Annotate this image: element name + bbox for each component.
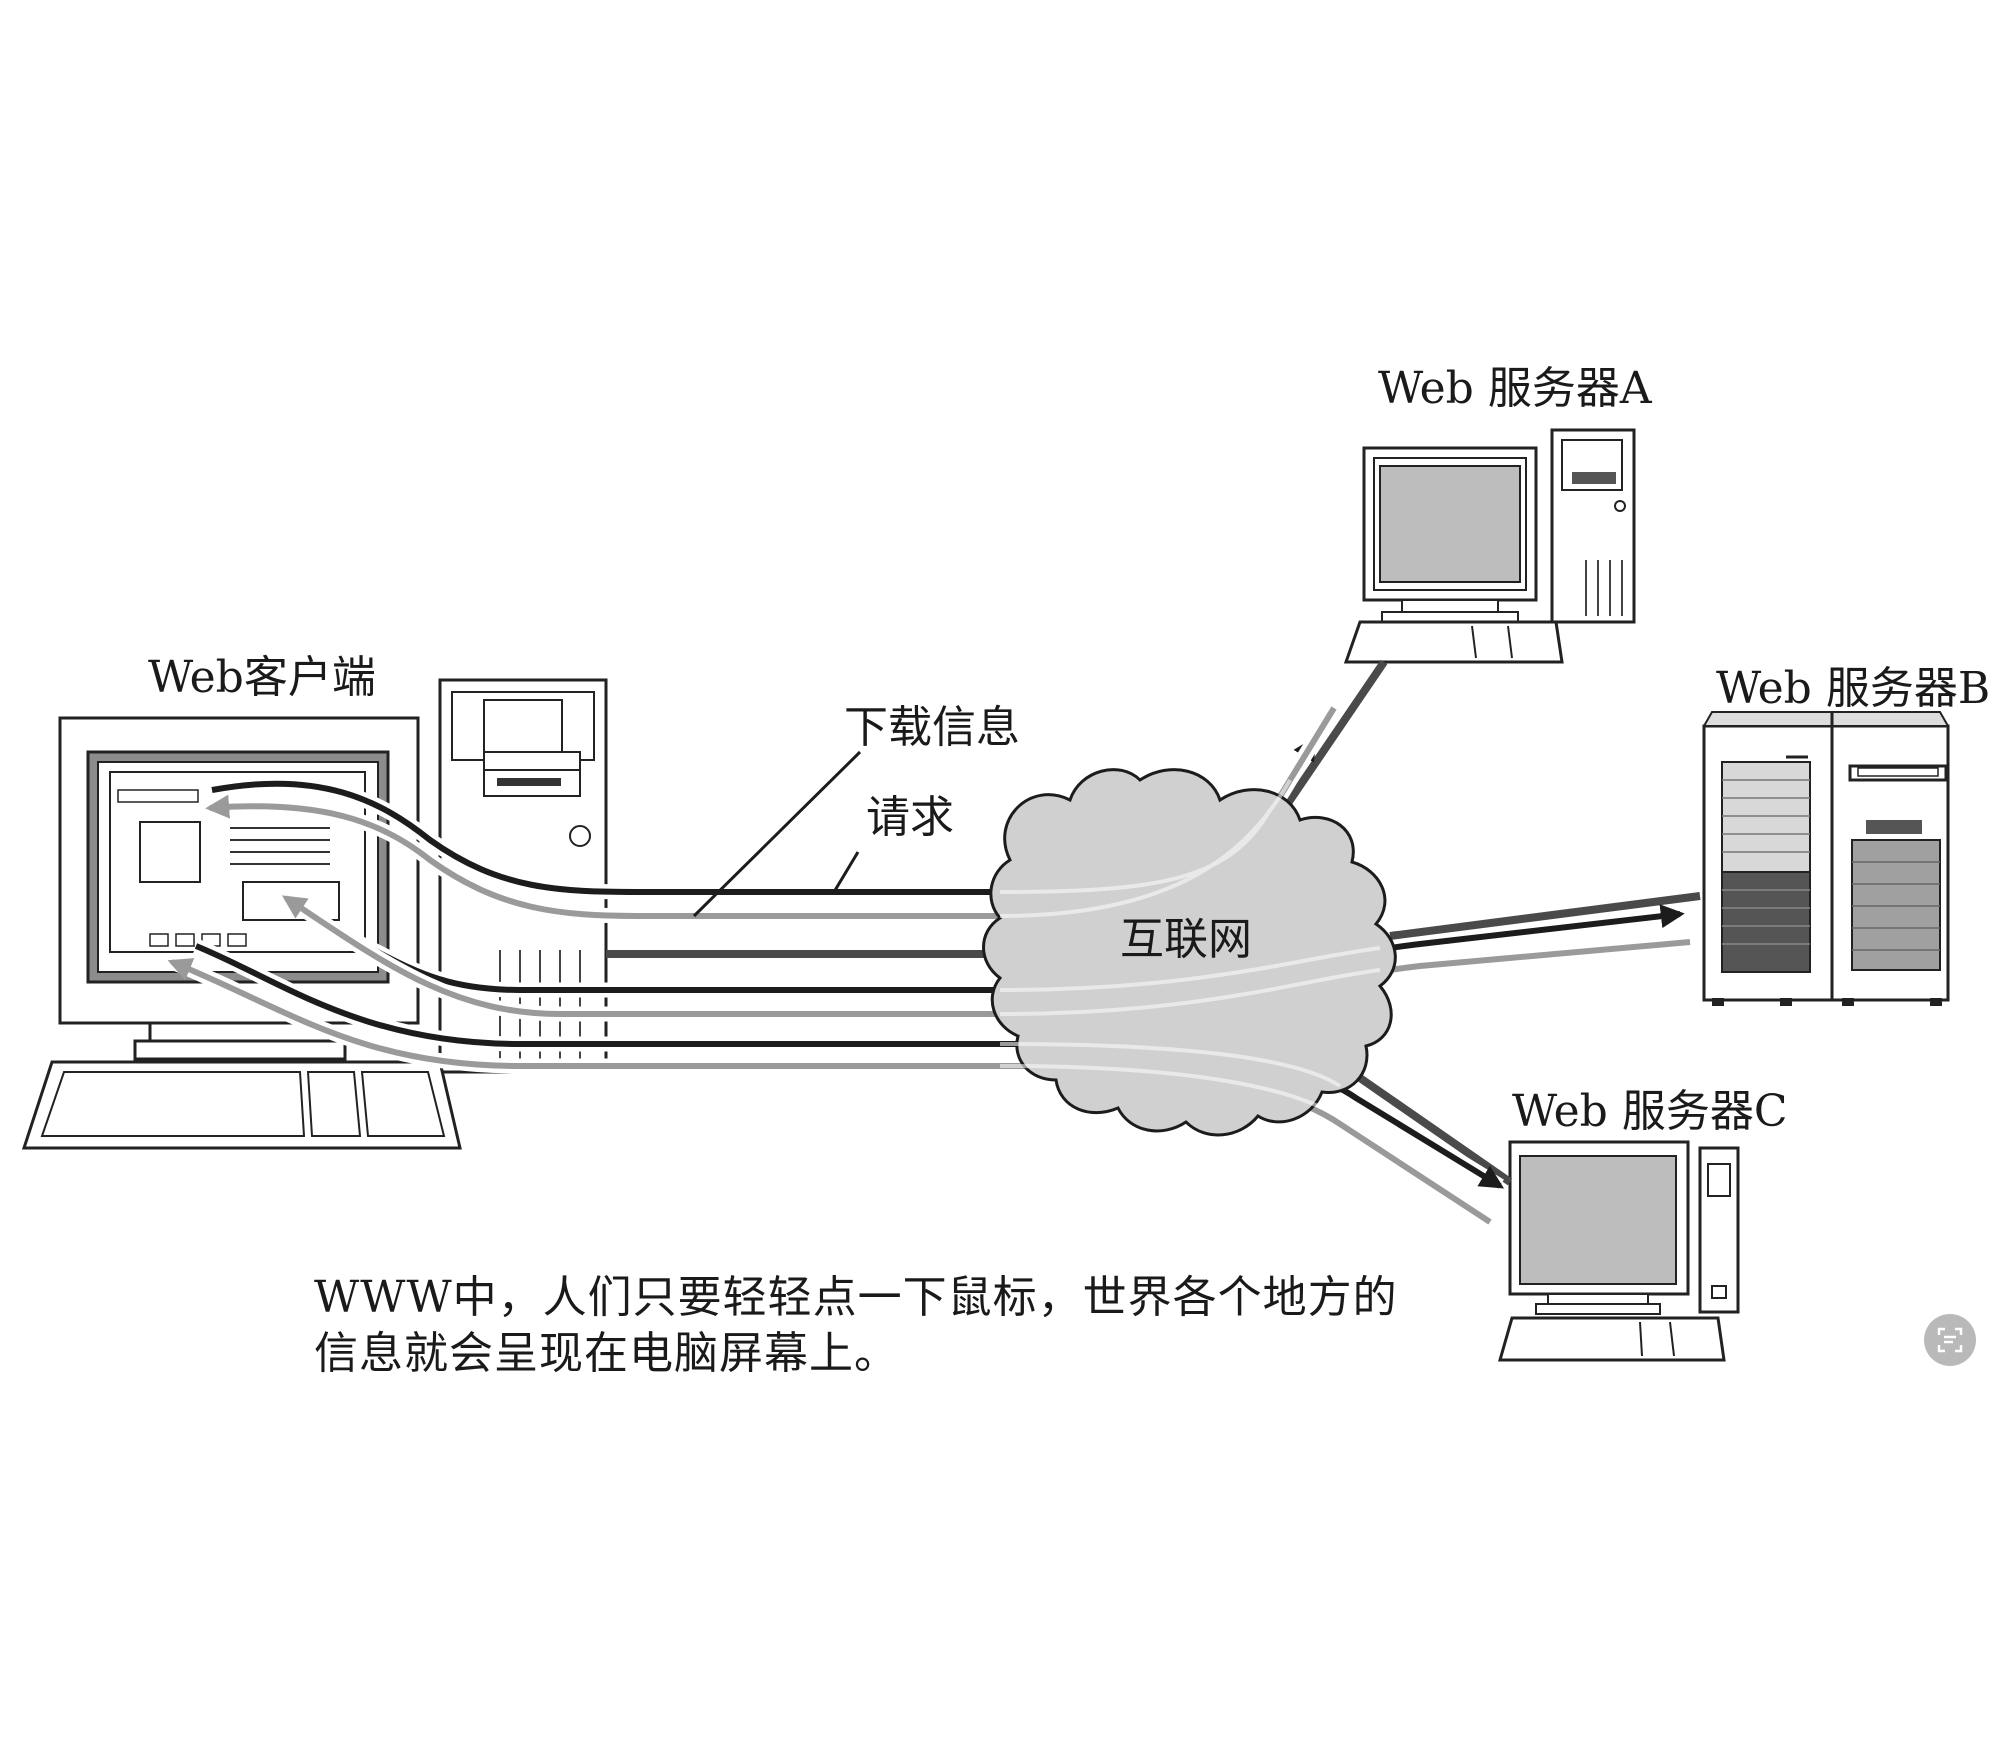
client-monitor (58, 716, 420, 1061)
server-b-label: Web 服务器B (1716, 663, 1990, 714)
request-leader-line (832, 851, 860, 893)
server-b-computer (1702, 711, 1950, 1006)
text-scan-icon (1937, 1327, 1963, 1353)
server-a-label: Web 服务器A (1378, 363, 1653, 414)
caption: WWW中，人们只要轻轻点一下鼠标，世界各个地方的 信息就会呈现在电脑屏幕上。 (314, 1270, 1464, 1382)
trunk-to-server-a (1278, 659, 1388, 815)
request-label: 请求 (866, 792, 954, 843)
lines-through-cloud (999, 779, 1381, 1114)
trunk-to-server-b (1389, 892, 1701, 940)
server-c-label: Web 服务器C (1512, 1086, 1788, 1137)
trunk-to-server-c (1357, 1074, 1513, 1186)
internet-label: 互联网 (1120, 914, 1252, 965)
caption-line-1: WWW中，人们只要轻轻点一下鼠标，世界各个地方的 (314, 1272, 1398, 1323)
client-label: Web客户端 (148, 652, 376, 703)
download-label: 下载信息 (844, 702, 1020, 753)
text-scan-button[interactable] (1924, 1314, 1976, 1366)
server-c-computer (1498, 1140, 1740, 1362)
server-a-computer (1343, 428, 1636, 664)
download-leader-line (692, 750, 862, 918)
caption-line-2: 信息就会呈现在电脑屏幕上。 (314, 1328, 899, 1379)
client-keyboard (21, 1060, 462, 1150)
